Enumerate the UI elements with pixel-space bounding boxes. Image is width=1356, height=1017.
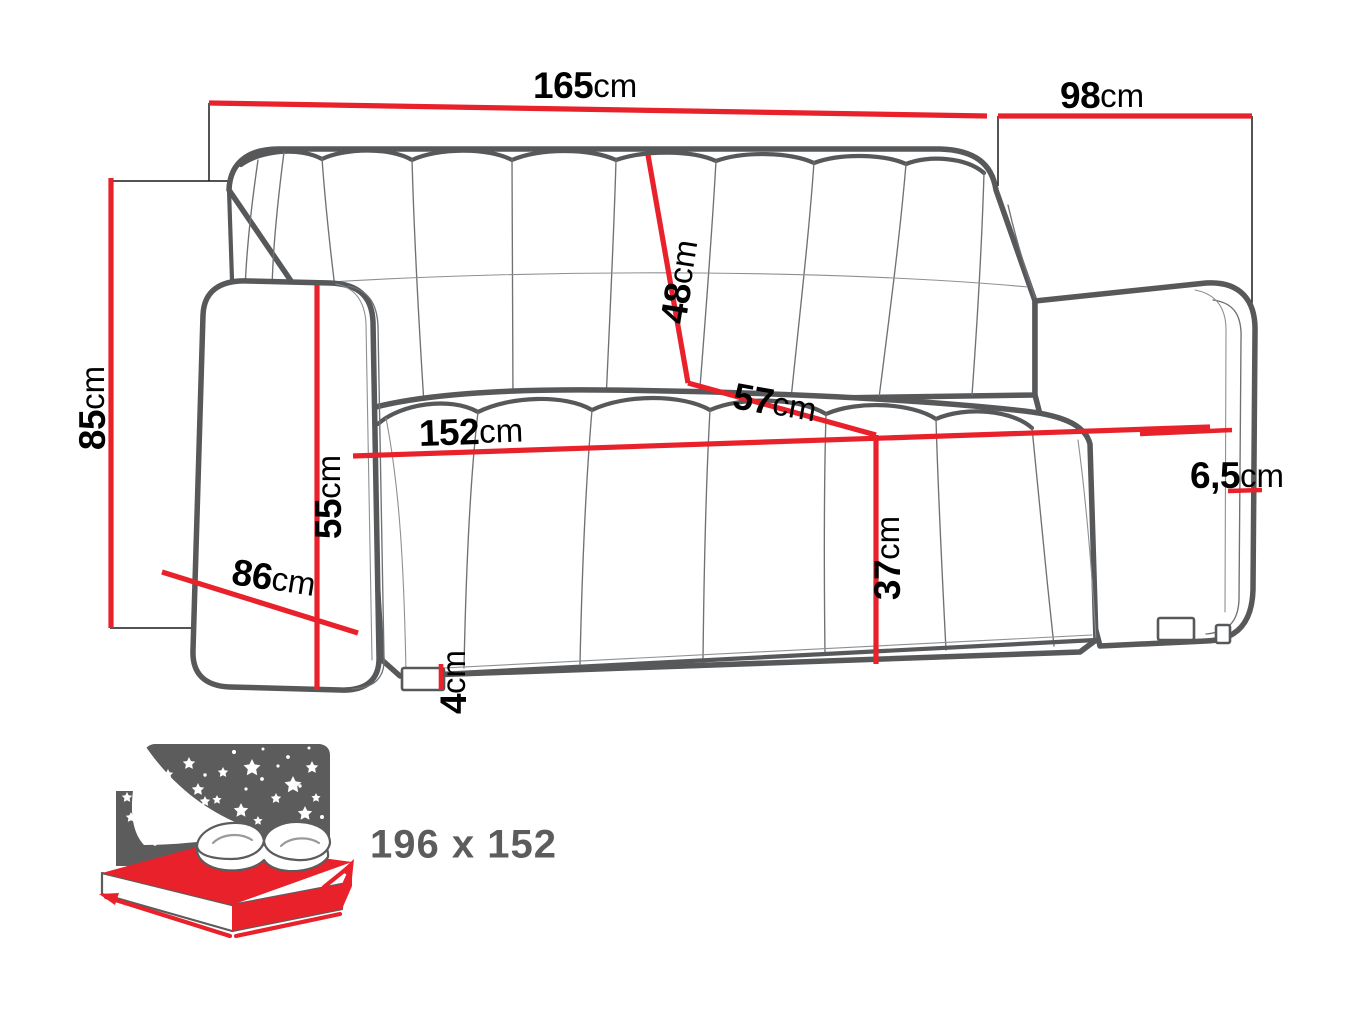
- dim-label-leg-height: 4cm: [433, 650, 474, 714]
- dimension-labels: 165cm 98cm 85cm 55cm 86cm: [72, 65, 1284, 714]
- sofa-leg-front-left: [400, 666, 446, 692]
- dim-label-seat-depth: 57cm: [730, 375, 820, 430]
- dim-unit-armrest-height: cm: [310, 455, 347, 499]
- dim-value-seat-height: 37: [867, 560, 908, 600]
- dim-value-total-depth: 98: [1060, 75, 1100, 116]
- left-armrest-inner-edge: [347, 285, 385, 690]
- dim-unit-total-depth: cm: [1100, 77, 1144, 114]
- sofa-base: [397, 637, 1099, 679]
- svg-text:48cm: 48cm: [652, 237, 706, 327]
- dim-value-seat-width: 152: [418, 411, 480, 454]
- dim-line-seat-width: [352, 424, 1211, 459]
- dim-value-total-width: 165: [533, 65, 593, 106]
- dim-unit-total-height: cm: [74, 366, 111, 410]
- sofa-left-armrest: [190, 278, 382, 693]
- svg-text:55cm: 55cm: [308, 455, 349, 539]
- dim-unit-seat-depth: cm: [770, 384, 820, 428]
- backrest-mid-seam: [315, 272, 1029, 288]
- dim-label-armrest-height: 55cm: [308, 455, 349, 539]
- bed-dimension-arrows: [99, 859, 354, 939]
- pillow-right-crease: [279, 837, 321, 848]
- sleeping-area-size-label: 196 x 152: [370, 823, 557, 867]
- svg-text:152cm: 152cm: [418, 409, 524, 454]
- dim-value-seat-depth: 57: [730, 375, 777, 422]
- svg-text:57cm: 57cm: [730, 375, 820, 430]
- dim-value-total-height: 85: [72, 410, 113, 450]
- dim-line-seat-depth: [687, 380, 877, 438]
- dim-label-total-height: 85cm: [72, 366, 113, 450]
- sofa-illustration: [190, 146, 1258, 693]
- dim-label-backrest-height: 48cm: [652, 237, 706, 327]
- dim-label-total-depth: 98cm: [1060, 75, 1144, 116]
- sofa-legs: [400, 616, 1232, 692]
- dim-value-armrest-depth: 86: [229, 551, 275, 598]
- dim-label-side-panel: 6,5cm: [1190, 455, 1284, 496]
- dim-label-seat-width: 152cm: [418, 409, 524, 454]
- svg-text:37cm: 37cm: [867, 516, 908, 600]
- svg-text:86cm: 86cm: [229, 551, 319, 605]
- sofa-leg-back-right: [1214, 623, 1232, 645]
- dim-value-leg-height: 4: [433, 693, 474, 714]
- dim-line-total-width: [208, 100, 988, 119]
- dim-unit-backrest-height: cm: [661, 237, 704, 286]
- pillow-left-crease: [211, 833, 254, 845]
- night-sky-swoosh: [131, 744, 262, 845]
- dim-unit-seat-width: cm: [478, 411, 523, 450]
- svg-text:4cm: 4cm: [433, 650, 474, 714]
- pillow-right: [262, 820, 332, 862]
- dim-label-total-width: 165cm: [533, 65, 637, 106]
- dim-unit-side-panel: cm: [1240, 457, 1284, 494]
- dim-unit-armrest-depth: cm: [269, 559, 318, 602]
- dim-value-backrest-height: 48: [652, 280, 699, 326]
- dim-line-armrest-depth: [161, 569, 359, 636]
- dim-line-side-panel-top: [1139, 427, 1233, 437]
- svg-text:98cm: 98cm: [1060, 75, 1144, 116]
- mattress-edge-back: [232, 884, 342, 931]
- dim-unit-leg-height: cm: [435, 650, 472, 694]
- sofa-leg-front-right: [1156, 616, 1196, 642]
- sleeping-area-group: 196 x 152: [99, 744, 557, 939]
- dim-unit-seat-height: cm: [869, 516, 906, 560]
- dim-line-backrest-height: [645, 154, 691, 384]
- dim-value-side-panel: 6,5: [1190, 455, 1240, 496]
- dimension-lines: [108, 100, 1263, 690]
- svg-text:85cm: 85cm: [72, 366, 113, 450]
- dim-label-armrest-depth: 86cm: [229, 551, 319, 605]
- svg-text:165cm: 165cm: [533, 65, 637, 106]
- bed-night-icon: [99, 744, 354, 939]
- dim-line-side-panel-bottom: [1227, 487, 1263, 494]
- dim-unit-total-width: cm: [593, 67, 637, 104]
- svg-text:6,5cm: 6,5cm: [1190, 455, 1284, 496]
- backrest-right-return: [993, 187, 1038, 304]
- dim-label-seat-height: 37cm: [867, 516, 908, 600]
- dim-value-armrest-height: 55: [308, 499, 349, 539]
